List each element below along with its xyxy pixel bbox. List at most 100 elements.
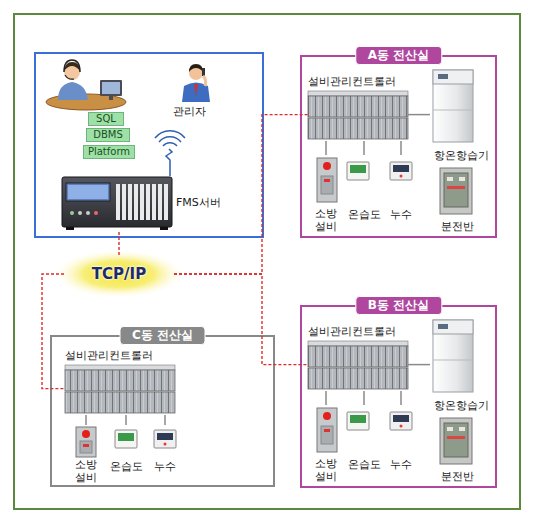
distribution-panel xyxy=(440,418,472,464)
controller-label: 설비관리컨트롤러 xyxy=(65,349,153,362)
fms-server-device xyxy=(68,185,108,199)
device-wire xyxy=(363,141,365,155)
leak-sensor-icon xyxy=(154,430,176,448)
device-wire xyxy=(164,415,166,425)
humidity-sensor-icon xyxy=(350,415,366,423)
network-cloud-glow xyxy=(55,250,183,298)
fms-server-device xyxy=(134,184,138,220)
room-title: A동 전산실 xyxy=(355,46,442,65)
controller-device xyxy=(308,91,408,96)
controller-device xyxy=(308,341,408,346)
distribution-panel xyxy=(447,177,453,181)
network-link xyxy=(118,232,119,256)
distribution-panel xyxy=(444,423,468,457)
leak-sensor-icon xyxy=(393,415,409,422)
operator-illustration xyxy=(64,60,80,72)
controller-device xyxy=(65,370,175,391)
outer-frame xyxy=(14,14,520,509)
hvac-node: 항온항습기 xyxy=(430,67,492,162)
manager-label: 관리자 xyxy=(173,105,206,118)
hvac-unit xyxy=(433,320,473,334)
leak-sensor-node: 누수 xyxy=(384,405,418,471)
fire-equipment-node: 소방 설비 xyxy=(308,405,344,483)
network-link xyxy=(42,274,65,389)
panel-node: 분전반 xyxy=(428,165,486,233)
controller-label: 설비관리컨트롤러 xyxy=(308,325,396,338)
room-title: B동 전산실 xyxy=(355,296,442,315)
fms-server-device xyxy=(66,227,74,230)
controller-device xyxy=(65,392,175,413)
leak-sensor-icon xyxy=(390,162,412,180)
fire-equipment-icon xyxy=(321,176,333,194)
fms-server-device xyxy=(62,177,172,227)
manager-figure xyxy=(182,64,210,102)
equipment-label: 항온항습기 xyxy=(434,149,489,162)
device-wire xyxy=(408,114,430,116)
tag-label: Platform xyxy=(88,146,130,158)
operator-illustration xyxy=(46,60,126,110)
distribution-panel xyxy=(447,427,453,431)
leak-sensor-node: 누수 xyxy=(148,425,182,473)
fms-server-device xyxy=(160,227,168,230)
equipment-label: 누수 xyxy=(390,458,412,471)
fms-server-device xyxy=(94,211,98,215)
wireless-signal xyxy=(155,131,185,138)
tag-label: SQL xyxy=(96,113,116,125)
hvac-unit xyxy=(433,320,473,392)
wireless-signal xyxy=(166,149,172,176)
room-title: C동 전산실 xyxy=(119,326,206,345)
leak-sensor-icon xyxy=(390,412,412,430)
device-wire xyxy=(125,415,127,425)
fire-equipment-icon xyxy=(76,427,96,457)
hvac-unit xyxy=(433,360,473,361)
fms-server-device xyxy=(152,184,156,220)
device-wire xyxy=(325,141,327,155)
manager-figure xyxy=(194,84,198,96)
server-label: FMS서버 xyxy=(176,196,221,209)
fms-server-device xyxy=(70,211,74,215)
controller-node: 설비관리컨트롤러 xyxy=(308,75,408,141)
distribution-panel xyxy=(447,436,465,439)
distribution-panel xyxy=(444,173,468,207)
fms-server-device xyxy=(66,183,110,201)
humidity-sensor-icon xyxy=(347,412,369,430)
fms-server-device xyxy=(164,184,168,220)
manager-figure xyxy=(189,64,203,72)
wireless-signal xyxy=(163,143,177,146)
hvac-unit xyxy=(433,70,473,142)
fms-server-device xyxy=(62,177,172,230)
fire-equipment-node: 소방 설비 xyxy=(68,425,104,484)
equipment-label: 온습도 xyxy=(348,458,381,471)
fms-server-device xyxy=(128,184,132,220)
leak-sensor-icon xyxy=(164,443,167,446)
fire-equipment-icon xyxy=(317,158,337,202)
software-tag: DBMS xyxy=(86,128,130,142)
fms-server-device xyxy=(146,184,150,220)
fire-equipment-icon xyxy=(82,430,90,438)
fms-server-device xyxy=(78,211,82,215)
tag-label: DBMS xyxy=(93,129,123,141)
controller-device xyxy=(308,368,408,389)
hvac-unit xyxy=(438,74,448,79)
leak-sensor-icon xyxy=(400,175,403,178)
manager-node: 관리자 xyxy=(160,58,218,118)
device-wire xyxy=(400,391,402,405)
humidity-sensor-icon xyxy=(118,433,134,441)
equipment-label: 분전반 xyxy=(441,220,474,233)
distribution-panel xyxy=(440,168,472,464)
humidity-sensor-node: 온습도 xyxy=(344,405,384,471)
controller-device xyxy=(308,118,408,139)
distribution-panel xyxy=(459,177,465,181)
device-wire xyxy=(85,415,87,425)
controller-node: 설비관리컨트롤러 xyxy=(65,349,175,415)
network-cloud-glow xyxy=(55,250,183,298)
software-tag: Platform xyxy=(83,145,135,159)
distribution-panel xyxy=(440,168,472,214)
equipment-label: 온습도 xyxy=(348,208,381,221)
device-wire xyxy=(363,391,365,405)
fire-equipment-node: 소방 설비 xyxy=(308,155,344,233)
controller-device xyxy=(65,365,175,370)
